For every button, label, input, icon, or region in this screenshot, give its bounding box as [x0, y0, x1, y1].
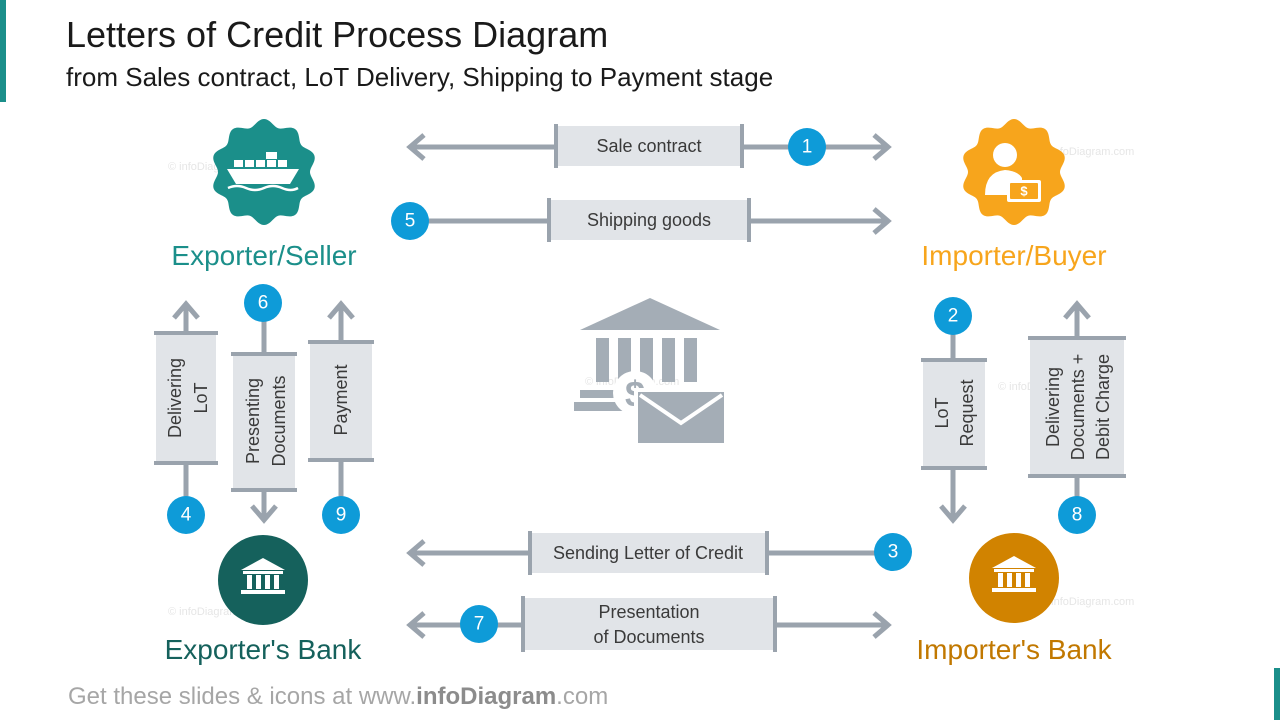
step-badge-1: 1: [802, 137, 813, 158]
step-badge-3: 3: [888, 542, 899, 563]
shipping-goods-label: Shipping goods: [587, 210, 711, 230]
step-badge-6: 6: [258, 293, 269, 314]
step-presentation-of-documents: Presentation of Documents 7: [406, 596, 892, 652]
svg-text:$: $: [1020, 184, 1028, 199]
presenting-docs-line1: Presenting: [243, 378, 263, 464]
delivering-docs-line3: Debit Charge: [1093, 354, 1113, 460]
importer-buyer-icon: $: [963, 119, 1065, 225]
footer-prefix: Get these slides & icons at www.: [68, 683, 417, 710]
footer-credit: Get these slides & icons at www.infoDiag…: [68, 683, 608, 711]
step-presenting-documents: Presenting Documents 6: [231, 284, 297, 524]
delivering-lot-line1: Delivering: [165, 358, 185, 438]
page-title: Letters of Credit Process Diagram: [66, 14, 609, 55]
exporter-seller-icon: [213, 119, 315, 225]
footer-suffix: .com: [556, 683, 609, 710]
footer-brand: infoDiagram: [416, 683, 557, 710]
delivering-docs-line1: Delivering: [1043, 367, 1063, 447]
bank-letter-of-credit-icon: $: [574, 298, 726, 444]
delivering-lot-line2: LoT: [191, 382, 211, 413]
step-shipping-goods: Shipping goods 5: [391, 198, 892, 242]
presentation-docs-line1: Presentation: [598, 602, 699, 622]
lot-request-line2: Request: [957, 379, 977, 446]
accent-bar-right: [1274, 668, 1280, 720]
step-badge-8: 8: [1072, 505, 1083, 526]
importer-bank-icon: [969, 533, 1059, 623]
step-payment: Payment 9: [308, 300, 374, 534]
accent-bar-left: [0, 0, 6, 102]
cargo-ship-icon: [227, 152, 299, 192]
step-badge-2: 2: [948, 306, 959, 327]
step-delivering-lot: Delivering LoT 4: [154, 300, 218, 534]
exporter-seller-label: Exporter/Seller: [171, 240, 356, 271]
step-badge-5: 5: [405, 211, 416, 232]
step-badge-4: 4: [181, 505, 192, 526]
buyer-money-icon: $: [985, 143, 1041, 202]
watermark-6: © infoDiagram.com: [1040, 596, 1134, 608]
step-badge-9: 9: [336, 505, 347, 526]
step-sending-letter-of-credit: Sending Letter of Credit 3: [406, 531, 912, 575]
presentation-docs-line2: of Documents: [593, 627, 704, 647]
exporter-bank-label: Exporter's Bank: [165, 634, 363, 665]
page-subtitle: from Sales contract, LoT Delivery, Shipp…: [66, 62, 774, 92]
presenting-docs-line2: Documents: [269, 375, 289, 466]
step-delivering-documents: Delivering Documents + Debit Charge 8: [1028, 300, 1126, 534]
exporter-bank-icon: [218, 535, 308, 625]
step-sale-contract: Sale contract 1: [406, 124, 892, 168]
step-lot-request: LoT Request 2: [921, 297, 987, 524]
importer-bank-label: Importer's Bank: [916, 634, 1112, 665]
payment-label: Payment: [331, 364, 351, 435]
step-badge-7: 7: [474, 614, 485, 635]
sale-contract-label: Sale contract: [596, 136, 701, 156]
sending-loc-label: Sending Letter of Credit: [553, 543, 743, 563]
lot-request-line1: LoT: [932, 397, 952, 428]
delivering-docs-line2: Documents +: [1068, 354, 1088, 461]
importer-buyer-label: Importer/Buyer: [921, 240, 1106, 271]
